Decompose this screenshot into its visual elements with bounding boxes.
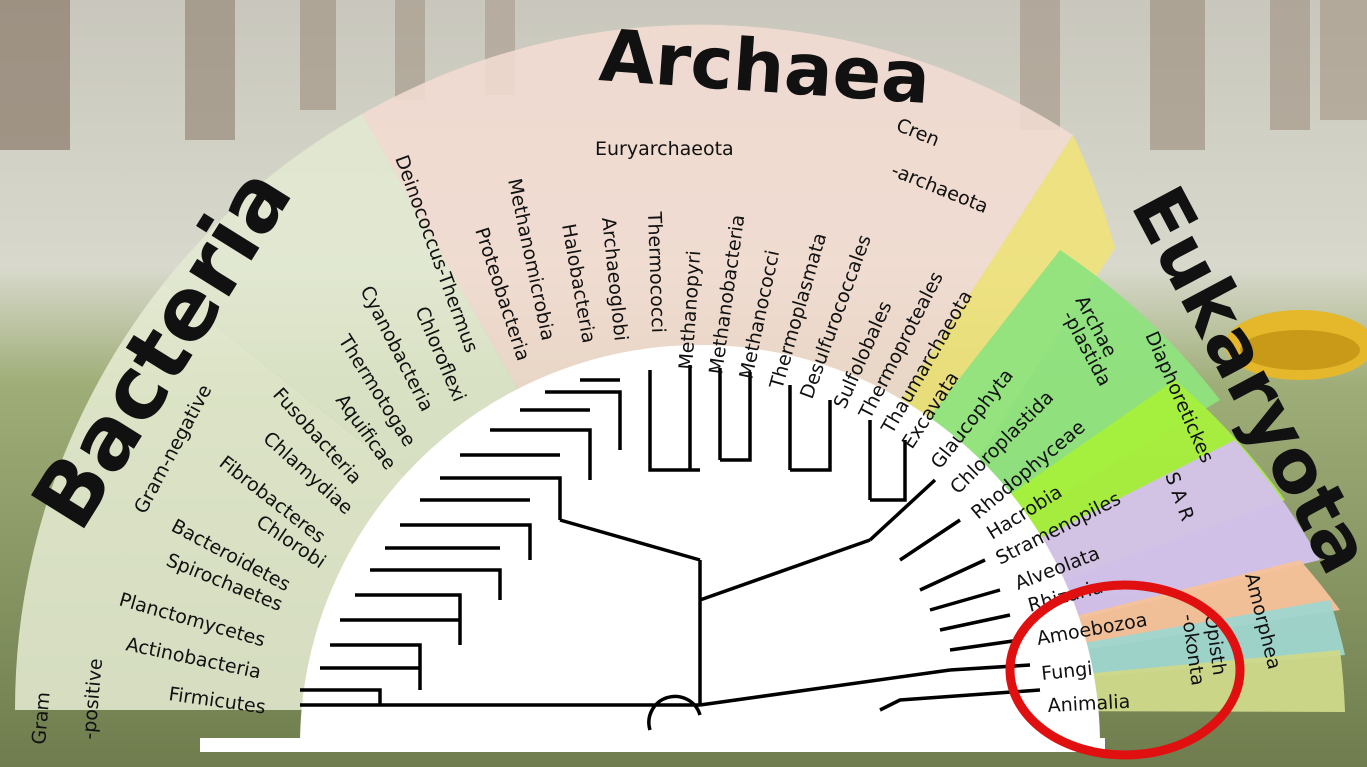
taxon-label-eukaryota: Animalia [1047,691,1131,717]
group-euryarchaeota: Euryarchaeota [595,138,734,160]
group-gram-positive-1: Gram [28,691,55,745]
taxon-label-archaea: Thermococci [643,210,669,333]
baseline [200,738,1105,752]
